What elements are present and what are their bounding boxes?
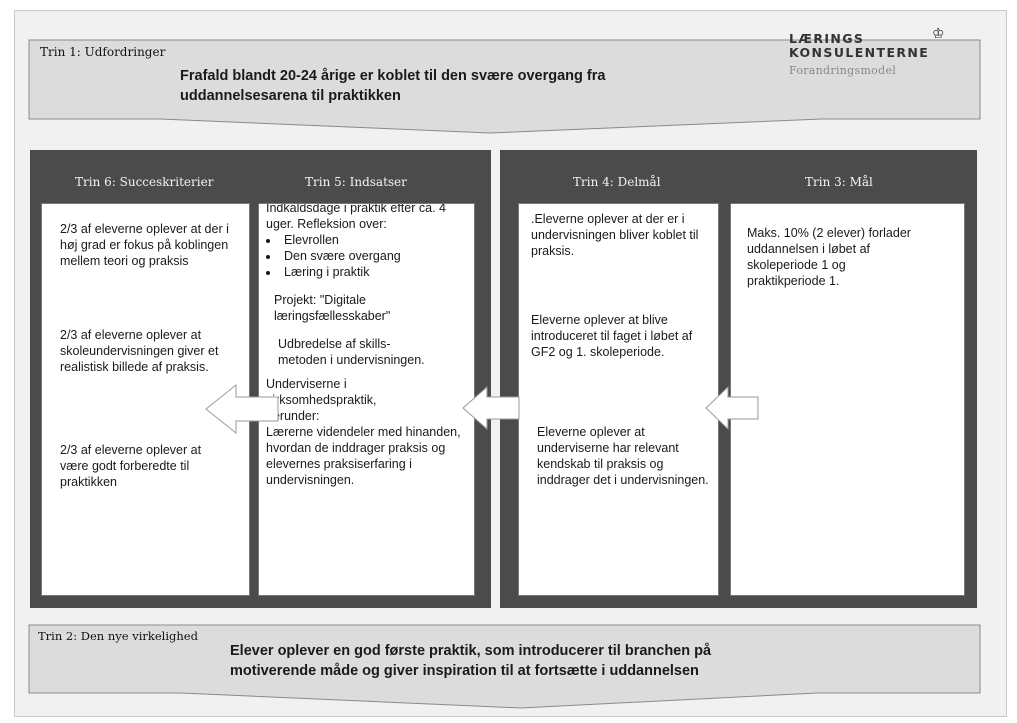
- trin5-skills: Udbredelse af skills-metoden i undervisn…: [278, 337, 425, 367]
- trin4-item-3: Eleverne oplever at underviserne har rel…: [537, 425, 709, 487]
- trin2-band: [28, 624, 981, 709]
- trin3-text: Maks. 10% (2 elever) forlader uddannelse…: [747, 226, 911, 288]
- trin5-bullet-1: Elevrollen: [280, 232, 468, 248]
- arrow-left-icon: [705, 385, 759, 431]
- logo-line-2: KONSULENTERNE: [789, 45, 930, 60]
- trin1-band: [28, 39, 981, 134]
- trin5-heading: Trin 5: Indsatser: [305, 175, 407, 189]
- trin6-item-3: 2/3 af eleverne oplever at være godt for…: [60, 443, 202, 489]
- logo-subtitle: Forandringsmodel: [789, 64, 897, 77]
- trin5-bullet-3: Læring i praktik: [280, 264, 468, 280]
- trin5-bullet-list: Elevrollen Den svære overgang Læring i p…: [266, 232, 468, 280]
- logo-line-1: LÆRINGS: [789, 31, 865, 46]
- trin5-box: Indkaldsdage i praktik efter ca. 4 uger.…: [258, 203, 475, 596]
- trin2-text: Elever oplever en god første praktik, so…: [230, 643, 712, 679]
- trin6-heading: Trin 6: Succeskriterier: [75, 175, 214, 189]
- trin1-text: Frafald blandt 20-24 årige er koblet til…: [180, 68, 606, 104]
- trin5-sharing: Lærerne videndeler med hinanden, hvordan…: [266, 425, 461, 487]
- trin2-label: Trin 2: Den nye virkelighed: [38, 629, 198, 643]
- trin5-teachers: Underviserne i virksomhedspraktik, herun…: [266, 377, 377, 423]
- trin6-box: 2/3 af eleverne oplever at der i høj gra…: [41, 203, 250, 596]
- trin5-project: Projekt: "Digitale læringsfællesskaber": [274, 293, 391, 323]
- arrow-left-icon: [462, 385, 520, 431]
- arrow-left-icon: [205, 383, 279, 435]
- trin4-item-2: Eleverne oplever at blive introduceret t…: [531, 313, 693, 359]
- trin4-item-1: .Eleverne oplever at der er i undervisni…: [531, 212, 699, 258]
- trin5-bullet-2: Den svære overgang: [280, 248, 468, 264]
- logo: LÆRINGS KONSULENTERNE Forandringsmodel: [789, 31, 949, 78]
- trin6-item-2: 2/3 af eleverne oplever at skoleundervis…: [60, 328, 219, 374]
- trin3-heading: Trin 3: Mål: [805, 175, 873, 189]
- crown-icon: ♔: [932, 26, 945, 42]
- trin3-box: Maks. 10% (2 elever) forlader uddannelse…: [730, 203, 965, 596]
- trin5-intro: Indkaldsdage i praktik efter ca. 4 uger.…: [266, 203, 446, 231]
- trin4-box: .Eleverne oplever at der er i undervisni…: [518, 203, 719, 596]
- trin1-label: Trin 1: Udfordringer: [40, 45, 166, 59]
- trin4-heading: Trin 4: Delmål: [573, 175, 661, 189]
- trin5-content: Indkaldsdage i praktik efter ca. 4 uger.…: [266, 203, 468, 488]
- trin6-item-1: 2/3 af eleverne oplever at der i høj gra…: [60, 222, 229, 268]
